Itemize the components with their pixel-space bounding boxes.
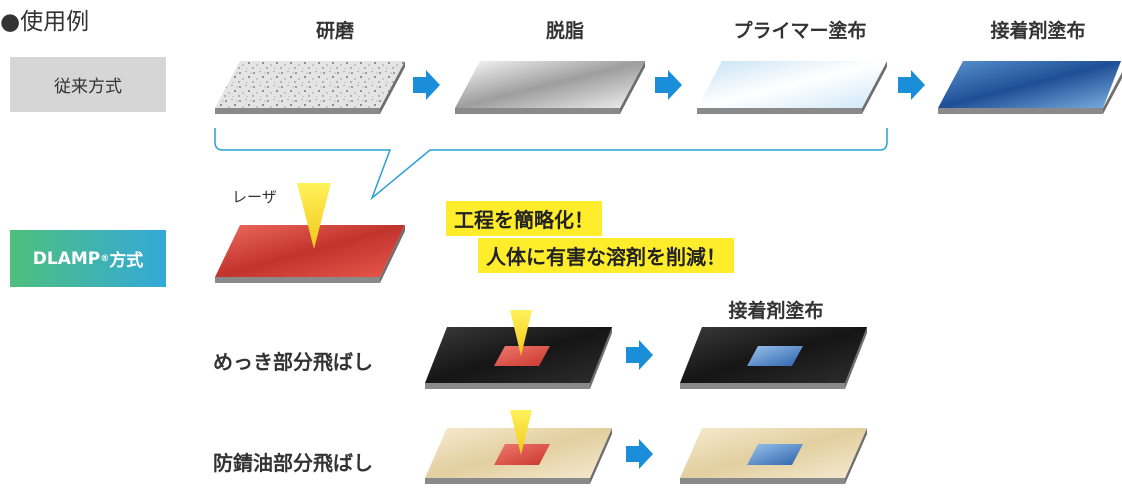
step-label-polish: 研磨 [315,20,354,42]
arrow-right-icon [655,70,682,100]
conventional-method-label: 従来方式 [10,57,166,112]
arrow-right-icon [626,340,653,370]
row-label-plating: めっき部分飛ばし [213,350,373,374]
plate-plating-adhesive [680,327,867,389]
callout-reduce-solvent: 人体に有害な溶剤を削減！ [478,238,734,273]
callout-simplify: 工程を簡略化！ [446,201,602,236]
arrow-right-icon [898,70,925,100]
laser-beam-icon [297,183,331,249]
step-label-primer: プライマー塗布 [733,20,867,42]
arrow-right-icon [626,439,653,469]
step-label-adhesive: 接着剤塗布 [990,20,1086,42]
plate-primer [697,61,887,114]
registered-mark: ® [100,253,110,264]
row-label-rust-oil: 防錆油部分飛ばし [213,451,373,475]
plate-polished [215,61,405,114]
adhesive-label-bottom: 接着剤塗布 [728,300,824,322]
plate-rust-oil [425,428,612,484]
plate-plating-black [425,327,612,389]
dlamp-method-suffix: 方式 [109,251,144,271]
conventional-method-text: 従来方式 [54,77,122,97]
plate-adhesive [938,61,1122,114]
section-heading: ●使用例 [0,9,90,35]
laser-label: レーザ [232,188,277,206]
step-label-degrease: 脱脂 [545,20,584,42]
laser-beam-icon [510,410,532,455]
dlamp-method-label: DLAMP®方式 [10,230,166,287]
plate-degreased [455,61,645,114]
plate-laser-treated [215,225,405,283]
plate-rust-oil-adhesive [680,428,867,484]
laser-beam-icon [510,310,532,356]
dlamp-method-name: DLAMP [32,248,101,269]
replacement-bubble-outline [214,128,888,201]
arrow-right-icon [413,70,440,100]
